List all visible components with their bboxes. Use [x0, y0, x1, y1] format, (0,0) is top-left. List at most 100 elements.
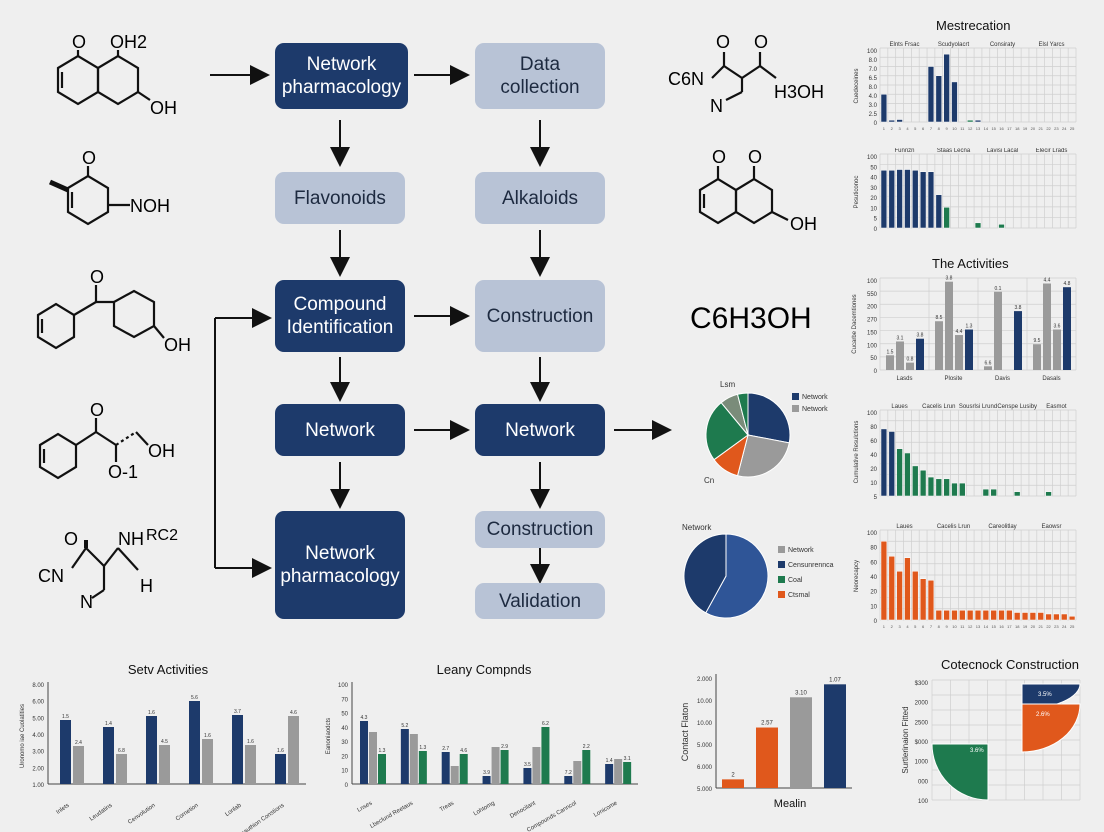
- legend-swatch: [792, 393, 799, 400]
- bar: [886, 355, 894, 370]
- flow-arrows: [210, 65, 672, 584]
- bar: [146, 716, 157, 784]
- box-network-left: Network: [275, 404, 405, 456]
- legend-swatch: [778, 591, 785, 598]
- data-label: 1.3: [379, 748, 386, 754]
- bar: [896, 341, 904, 370]
- x-tick-label: 5: [914, 624, 917, 629]
- y-axis-label: Contact Flaton: [680, 703, 690, 762]
- y-tick-label: 60: [870, 560, 877, 566]
- bar: [888, 170, 895, 229]
- bar: [1014, 491, 1021, 497]
- bar: [1053, 329, 1061, 370]
- data-label: 2: [731, 772, 735, 778]
- x-tick-label: Davis: [995, 376, 1010, 382]
- bar: [912, 571, 919, 621]
- molecule-3: [36, 285, 165, 350]
- x-tick-label: 21: [1038, 126, 1043, 131]
- mol-label: CN: [38, 566, 64, 586]
- bar: [919, 469, 927, 497]
- data-label: 4.6: [290, 710, 297, 716]
- bar: [904, 452, 911, 497]
- bar: [1061, 613, 1068, 621]
- mol-label: O: [754, 32, 768, 52]
- legend-swatch: [778, 546, 785, 553]
- data-label: 4.4: [956, 329, 963, 335]
- data-label: 1.07: [829, 677, 841, 683]
- bar: [1006, 610, 1013, 621]
- x-tick-label: Lonicome: [593, 800, 619, 819]
- bar: [1063, 287, 1071, 370]
- chart-title: Mestrecation: [936, 18, 1011, 33]
- bar: [756, 727, 778, 788]
- bar: [73, 746, 84, 784]
- data-label: 3.1: [624, 756, 631, 762]
- bar: [623, 762, 632, 784]
- molecule-r1: [711, 52, 777, 101]
- y-tick-label: 100: [867, 411, 878, 417]
- y-tick-label: 100: [867, 343, 878, 349]
- chart-leany-compnds: Leany Compnds1007050403020100Eanoniaodct…: [326, 662, 638, 832]
- x-tick-label: 10: [952, 624, 957, 629]
- y-tick-label: 20: [870, 196, 877, 202]
- y-tick-label: 4.0: [869, 94, 878, 100]
- y-tick-label: 10: [341, 769, 348, 775]
- bar: [400, 729, 409, 784]
- column-header: Laues: [896, 524, 912, 530]
- x-tick-label: 17: [1007, 126, 1012, 131]
- bar: [912, 170, 919, 229]
- x-tick-label: 19: [1023, 126, 1028, 131]
- y-axis-label: Eanoniaodcts: [326, 718, 332, 754]
- y-axis-label: Cuedeceines: [854, 68, 860, 103]
- y-tick-label: 0: [874, 121, 878, 127]
- data-label: 3.8: [1015, 305, 1022, 311]
- bar: [998, 224, 1005, 229]
- bar: [927, 66, 935, 123]
- x-tick-label: Lasds: [896, 376, 912, 382]
- molecule-1: [56, 50, 151, 106]
- data-label: 3.5%: [1038, 692, 1052, 698]
- bar: [927, 171, 935, 229]
- x-tick-label: 2: [891, 624, 894, 629]
- column-header: Censpe Lusiby: [997, 404, 1037, 410]
- bar: [60, 720, 71, 784]
- chart-setv-activities: Setv Activities8.006.005.004.003.002.001…: [20, 662, 306, 832]
- mol-label: O: [716, 32, 730, 52]
- legend-label: Ctsmal: [788, 592, 810, 599]
- y-tick-label: 0: [874, 227, 878, 232]
- x-tick-label: 15: [991, 624, 996, 629]
- bar: [927, 476, 935, 497]
- data-label: 4.4: [1044, 278, 1051, 284]
- bar: [482, 776, 491, 784]
- bar: [245, 745, 256, 784]
- y-axis-label: Surtlerinaion Fitted: [901, 706, 910, 773]
- x-tick-label: 14: [984, 126, 989, 131]
- bar: [275, 754, 286, 784]
- bar: [605, 764, 614, 784]
- data-label: 5.2: [401, 723, 408, 729]
- molecule-structures: O OH2 OH O NOH O OH O OH O-1 O NH RC2 CN…: [36, 32, 191, 612]
- x-tick-label: 24: [1062, 624, 1067, 629]
- data-label: 6.8: [118, 748, 125, 754]
- legend-label: Network: [802, 394, 828, 401]
- x-tick-label: Leudatins: [89, 803, 114, 823]
- right-molecules: C6N O O N H3OH O O OH C6H3OH: [668, 32, 824, 335]
- data-label: 0.1: [995, 286, 1002, 292]
- x-tick-label: 21: [1038, 624, 1043, 629]
- chart-title: Leany Compnds: [437, 662, 532, 677]
- column-header: Eaowsr: [1041, 524, 1061, 530]
- y-tick-label: 3.00: [32, 750, 44, 756]
- column-header: Scudyolacrt: [938, 42, 970, 48]
- bar: [880, 541, 888, 621]
- x-tick-label: Cornetion: [175, 803, 200, 823]
- column-header: Laues: [891, 404, 907, 410]
- bar: [564, 776, 573, 784]
- x-tick-label: 3: [898, 126, 901, 131]
- data-label: 4.6: [460, 748, 467, 754]
- x-tick-label: Dasals: [1042, 376, 1060, 382]
- data-label: 4.5: [161, 739, 168, 745]
- y-tick-label: 100: [918, 799, 929, 805]
- data-label: 1.3: [966, 324, 973, 330]
- pie-slice: [736, 434, 790, 478]
